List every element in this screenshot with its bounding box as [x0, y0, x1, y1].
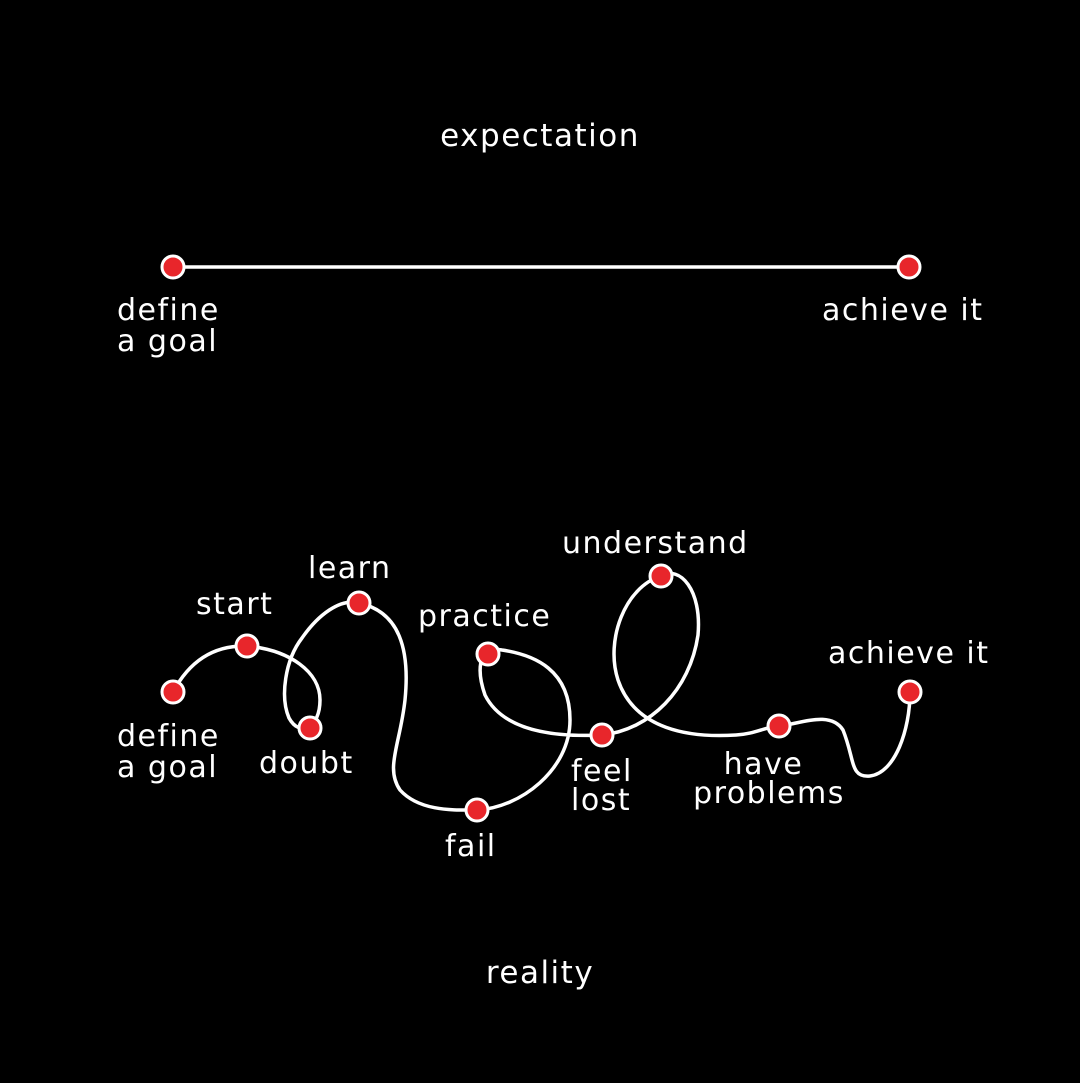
node-fail [464, 797, 490, 823]
label-line: a goal [117, 750, 218, 785]
label-line: learn [308, 551, 392, 586]
label-have-problems: have problems [693, 747, 845, 811]
label-understand: understand [562, 526, 749, 561]
label-achieve-it: achieve it [828, 636, 990, 671]
node-feel-lost [589, 722, 615, 748]
label-learn: learn [308, 551, 392, 586]
expectation-title: expectation [440, 118, 640, 154]
expectation-start-label: define a goal [117, 293, 231, 359]
node-practice [475, 641, 501, 667]
label-fail: fail [445, 829, 497, 864]
expectation-end-label: achieve it [822, 293, 984, 328]
label-line: achieve it [828, 636, 990, 671]
label-line: lost [571, 783, 631, 818]
label-feel-lost: feel lost [571, 754, 644, 818]
reality-section: define a goal start doubt learn fail pra… [117, 526, 990, 991]
node-define-goal [160, 679, 186, 705]
node-have-problems [766, 713, 792, 739]
node-learn [346, 590, 372, 616]
node-doubt [297, 715, 323, 741]
label-doubt: doubt [259, 746, 354, 781]
label-line: doubt [259, 746, 354, 781]
expectation-start-node [160, 254, 186, 280]
expectation-end-label-line: achieve it [822, 293, 984, 328]
label-line: understand [562, 526, 749, 561]
reality-winding-path [171, 571, 912, 812]
label-start: start [196, 587, 273, 622]
expectation-end-node [896, 254, 922, 280]
reality-title: reality [486, 955, 594, 991]
label-define-goal: define a goal [117, 719, 231, 785]
expectation-start-label-line: a goal [117, 324, 218, 359]
label-line: practice [418, 599, 551, 634]
label-line: fail [445, 829, 497, 864]
label-line: define [117, 719, 220, 754]
label-practice: practice [418, 599, 551, 634]
node-start [234, 633, 260, 659]
expectation-start-label-line: define [117, 293, 220, 328]
label-line: have [724, 747, 804, 782]
expectation-section: expectation define a goal achieve it [117, 118, 984, 359]
label-line: problems [693, 776, 845, 811]
label-line: feel [571, 754, 633, 789]
node-understand [648, 563, 674, 589]
node-achieve-it [897, 679, 923, 705]
label-line: start [196, 587, 273, 622]
